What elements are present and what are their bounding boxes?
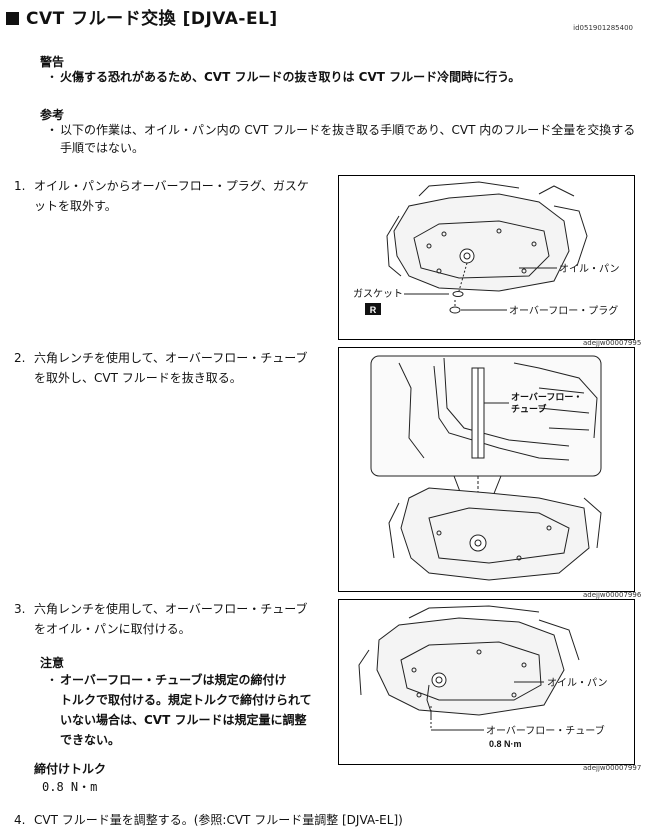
- caution-text-line2: トルクで取付ける。規定トルクで締付けられて: [60, 693, 312, 707]
- step-2: 2. 六角レンチを使用して、オーバーフロー・チューブ を取外し、CVT フルードを…: [14, 348, 319, 388]
- torque-label: 締付けトルク: [34, 762, 107, 776]
- replace-badge-letter: R: [370, 305, 377, 315]
- step-number: 2.: [14, 351, 26, 365]
- bullet-glyph: ・: [46, 123, 59, 137]
- caution-item: ・オーバーフロー・チューブは規定の締付け トルクで取付ける。規定トルクで締付けら…: [46, 670, 312, 750]
- figure-3-id: adejjw00007997: [583, 764, 642, 772]
- square-bullet-icon: [6, 12, 19, 25]
- warning-text: 火傷する恐れがあるため、CVT フルードの抜き取りは CVT フルード冷間時に行…: [60, 70, 521, 84]
- label-overflow-tube-line1: オーバーフロー・: [511, 392, 582, 402]
- figure-1-oil-pan-plug: オイル・パン ガスケット R オーバーフロー・プラグ: [338, 175, 635, 340]
- note-heading: 参考: [40, 108, 65, 122]
- figure-1-id: adejjw00007995: [583, 339, 642, 347]
- note-text-line2: 手順ではない。: [60, 141, 145, 155]
- step-text-line1: 六角レンチを使用して、オーバーフロー・チューブ: [34, 602, 308, 616]
- label-torque: 0.8 N·m: [489, 739, 522, 749]
- page-title-text: CVT フルード交換 [DJVA-EL]: [26, 9, 278, 29]
- replace-part-badge-icon: [365, 303, 381, 315]
- step-text-line2: をオイル・パンに取付ける。: [34, 622, 191, 636]
- step-text-line2: ットを取外す。: [34, 199, 117, 213]
- bullet-glyph: ・: [46, 673, 59, 687]
- figure-2-drawing: オーバーフロー・ チューブ: [370, 355, 602, 581]
- step-text-line2: を取外し、CVT フルードを抜き取る。: [34, 371, 242, 385]
- torque-value: 0.8 N・m: [42, 780, 98, 794]
- step-4: 4. CVT フルード量を調整する。(参照:CVT フルード量調整 [DJVA-E…: [14, 810, 634, 830]
- step-text-line1: 六角レンチを使用して、オーバーフロー・チューブ: [34, 351, 308, 365]
- document-id: id051901285400: [573, 24, 633, 32]
- step-text-line1: オイル・パンからオーバーフロー・プラグ、ガスケ: [34, 179, 309, 193]
- caution-text-line4: できない。: [60, 733, 121, 747]
- step-number: 4.: [14, 813, 26, 827]
- step-1: 1. オイル・パンからオーバーフロー・プラグ、ガスケ ットを取外す。: [14, 176, 319, 216]
- caution-text-line1: オーバーフロー・チューブは規定の締付け: [60, 673, 287, 687]
- caution-heading: 注意: [40, 656, 65, 670]
- label-overflow-tube: オーバーフロー・チューブ: [486, 724, 605, 737]
- label-oil-pan: オイル・パン: [547, 677, 608, 689]
- label-gasket: ガスケット: [353, 288, 403, 300]
- page-title: CVT フルード交換 [DJVA-EL]: [6, 4, 278, 29]
- label-oil-pan: オイル・パン: [559, 263, 620, 275]
- label-overflow-tube-line2: チューブ: [511, 403, 546, 414]
- step-number: 1.: [14, 179, 26, 193]
- step-text-line1: CVT フルード量を調整する。(参照:CVT フルード量調整 [DJVA-EL]…: [34, 813, 403, 827]
- step-number: 3.: [14, 602, 26, 616]
- caution-text-line3: いない場合は、CVT フルードは規定量に調整: [60, 713, 307, 727]
- warning-heading: 警告: [40, 55, 65, 69]
- step-3: 3. 六角レンチを使用して、オーバーフロー・チューブ をオイル・パンに取付ける。: [14, 599, 319, 639]
- figure-1-drawing: オイル・パン ガスケット R オーバーフロー・プラグ: [353, 181, 620, 317]
- figure-2-overflow-tube-removal: オーバーフロー・ チューブ: [338, 347, 635, 592]
- figure-3-overflow-tube-install: オイル・パン オーバーフロー・チューブ 0.8 N·m: [338, 599, 635, 765]
- warning-item: ・火傷する恐れがあるため、CVT フルードの抜き取りは CVT フルード冷間時に…: [46, 68, 520, 86]
- note-text-line1: 以下の作業は、オイル・パン内の CVT フルードを抜き取る手順であり、CVT 内…: [60, 123, 636, 137]
- bullet-glyph: ・: [46, 70, 59, 84]
- label-overflow-plug: オーバーフロー・プラグ: [509, 304, 618, 317]
- note-item: ・以下の作業は、オイル・パン内の CVT フルードを抜き取る手順であり、CVT …: [46, 121, 635, 157]
- figure-2-id: adejjw00007996: [583, 591, 642, 599]
- figure-3-drawing: オイル・パン オーバーフロー・チューブ 0.8 N·m: [358, 605, 608, 749]
